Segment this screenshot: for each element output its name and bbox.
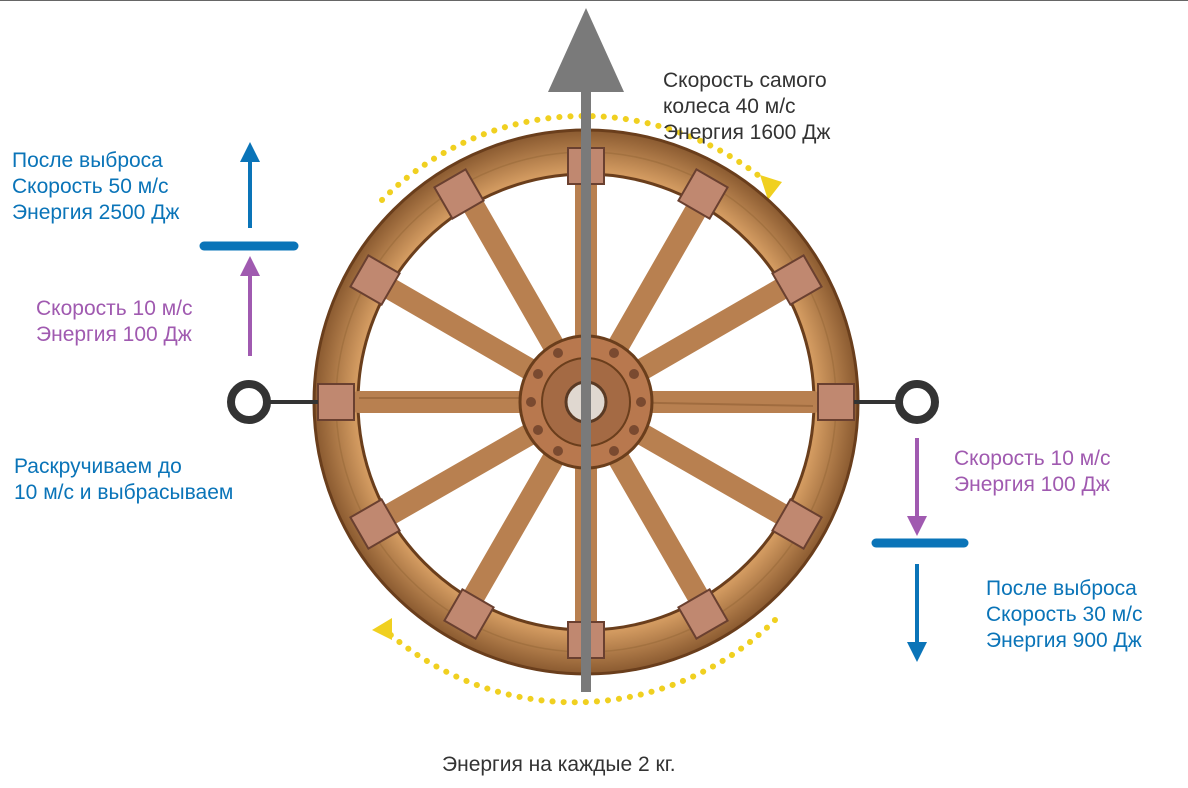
right-after-title: После выброса	[986, 576, 1143, 602]
right-before-speed: Скорость 10 м/с	[954, 446, 1111, 472]
spin-note-line2: 10 м/с и выбрасываем	[14, 480, 233, 506]
left-before-energy: Энергия 100 Дж	[36, 322, 193, 348]
wheel-energy-line: Энергия 1600 Дж	[663, 120, 830, 146]
left-before-speed: Скорость 10 м/с	[36, 296, 193, 322]
right-after-label: После выброса Скорость 30 м/с Энергия 90…	[986, 576, 1143, 654]
left-after-energy: Энергия 2500 Дж	[12, 200, 179, 226]
left-after-speed: Скорость 50 м/с	[12, 174, 179, 200]
left-before-label: Скорость 10 м/с Энергия 100 Дж	[36, 296, 193, 348]
left-weight	[231, 384, 318, 420]
left-after-title: После выброса	[12, 148, 179, 174]
wheel-speed-line1: Скорость самого	[663, 68, 830, 94]
spin-note-line1: Раскручиваем до	[14, 454, 233, 480]
right-weight	[854, 384, 935, 420]
caption: Энергия на каждые 2 кг.	[442, 752, 676, 778]
spin-note-label: Раскручиваем до 10 м/с и выбрасываем	[14, 454, 233, 506]
right-before-label: Скорость 10 м/с Энергия 100 Дж	[954, 446, 1111, 498]
wheel-speed-line2: колеса 40 м/с	[663, 94, 830, 120]
right-after-energy: Энергия 900 Дж	[986, 628, 1143, 654]
wheel-speed-label: Скорость самого колеса 40 м/с Энергия 16…	[663, 68, 830, 146]
left-after-label: После выброса Скорость 50 м/с Энергия 25…	[12, 148, 179, 226]
right-before-energy: Энергия 100 Дж	[954, 472, 1111, 498]
right-after-speed: Скорость 30 м/с	[986, 602, 1143, 628]
